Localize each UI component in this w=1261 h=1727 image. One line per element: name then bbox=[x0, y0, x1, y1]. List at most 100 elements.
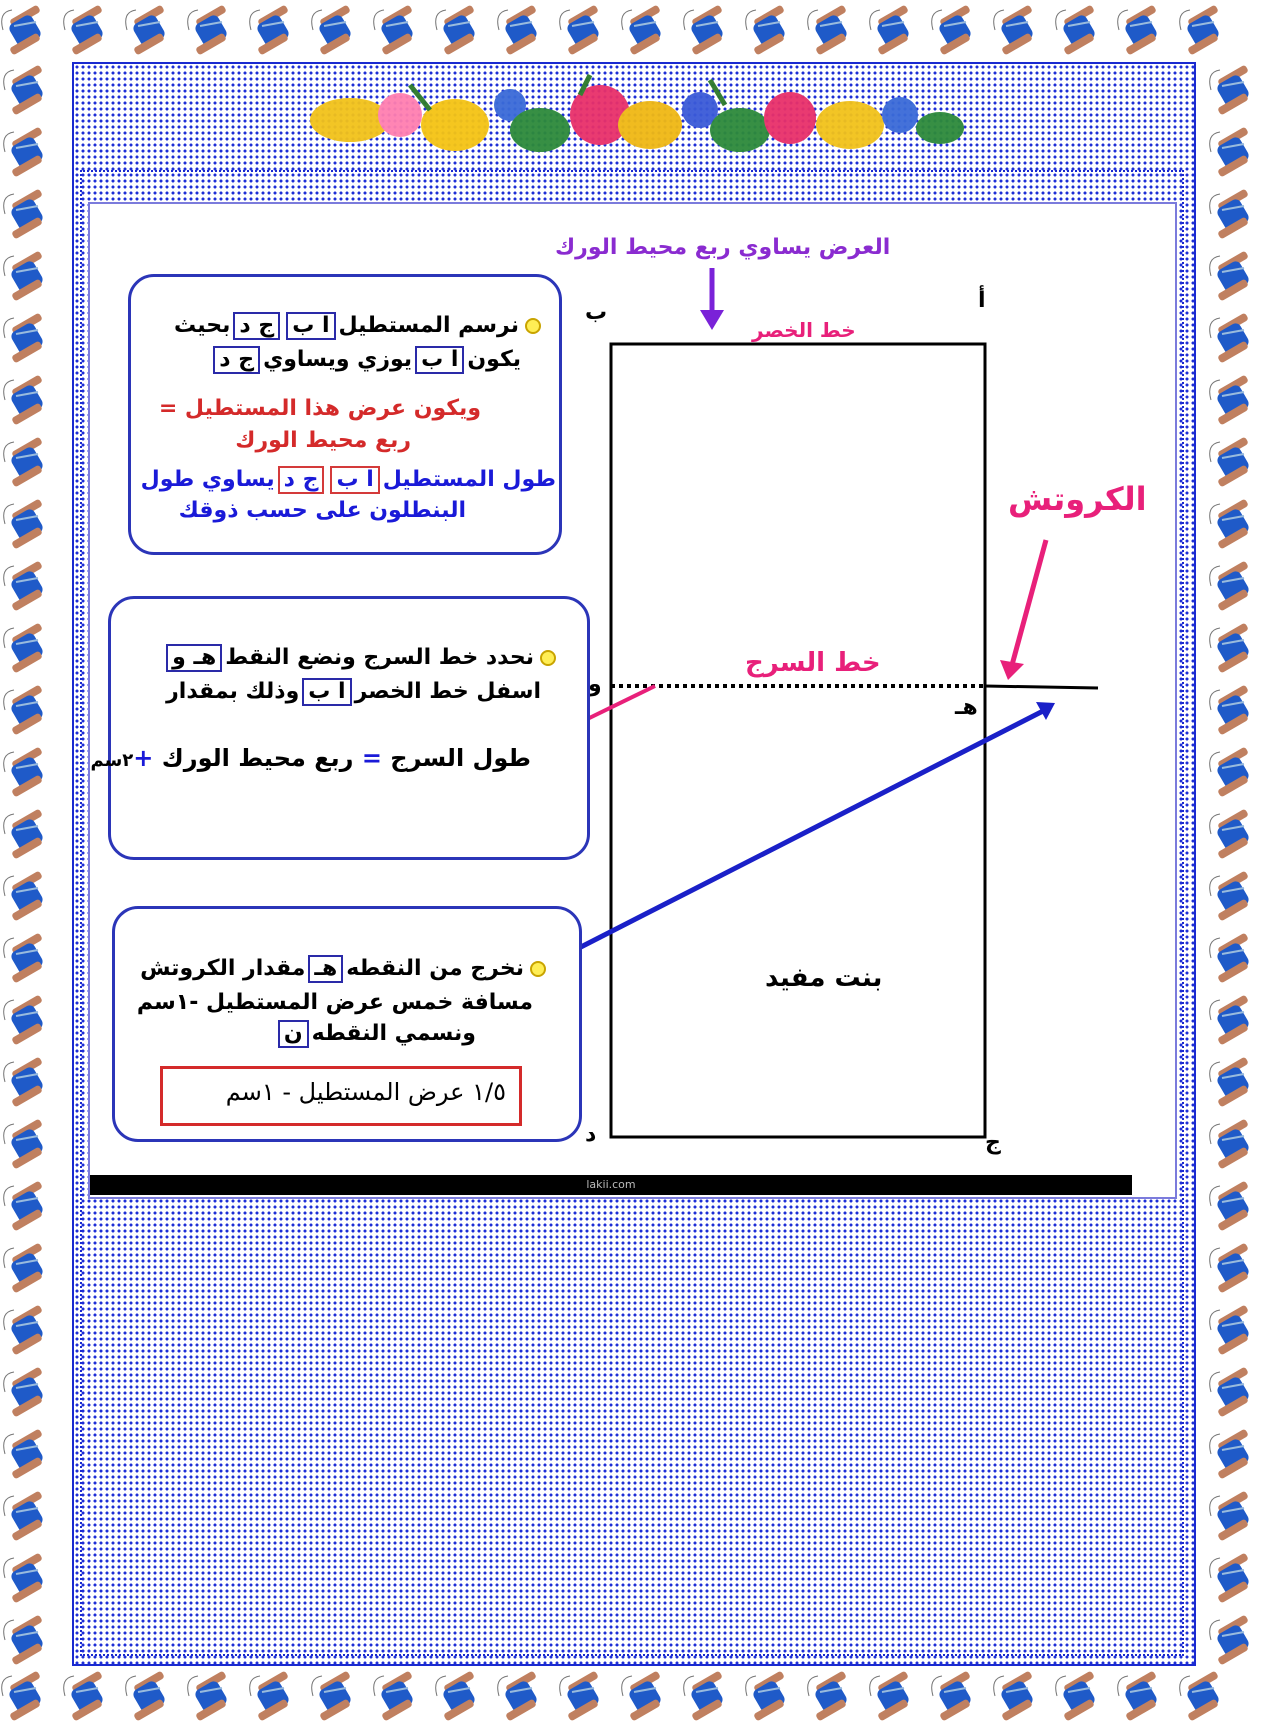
spool-icon bbox=[1208, 1116, 1258, 1172]
box3-line1: نخرج من النقطههـمقدار الكروتش bbox=[140, 955, 546, 984]
pink-crotch-arrow-head bbox=[1000, 660, 1024, 680]
spool-icon bbox=[1208, 1426, 1258, 1482]
top-width-label: العرض يساوي ربع محيط الورك bbox=[555, 235, 891, 260]
spool-icon bbox=[1208, 744, 1258, 800]
spool-icon bbox=[2, 1426, 52, 1482]
box1-blue-tag-ab: ا ب bbox=[330, 466, 380, 495]
spool-icon bbox=[620, 2, 670, 58]
spool-icon bbox=[2, 496, 52, 552]
spool-icon bbox=[1208, 930, 1258, 986]
spool-icon bbox=[2, 868, 52, 924]
box1-tag-ab: ا ب bbox=[286, 312, 336, 341]
spool-icon bbox=[496, 2, 546, 58]
spool-icon bbox=[1208, 1612, 1258, 1668]
spool-icon bbox=[1208, 434, 1258, 490]
box1-line2-tag-ab: ا ب bbox=[415, 346, 465, 375]
spool-icon bbox=[0, 1668, 50, 1724]
spool-icon bbox=[868, 1668, 918, 1724]
box2-formula-eq: = bbox=[361, 744, 382, 772]
spool-icon bbox=[2, 372, 52, 428]
spool-icon bbox=[558, 2, 608, 58]
point-h-label: هـ bbox=[955, 695, 978, 720]
box1-blue-line2: البنطلون على حسب ذوقك bbox=[178, 498, 466, 523]
box3-tag-h: هـ bbox=[308, 955, 344, 984]
spool-icon bbox=[806, 1668, 856, 1724]
spool-icon bbox=[744, 2, 794, 58]
spool-icon bbox=[2, 1612, 52, 1668]
spool-icon bbox=[620, 1668, 670, 1724]
spool-icon bbox=[682, 2, 732, 58]
blue-long-arrow-head bbox=[1036, 702, 1055, 720]
box3-line1-suffix: مقدار الكروتش bbox=[140, 956, 306, 981]
box3-line3: ونسمي النقطهن bbox=[275, 1020, 476, 1049]
spool-icon bbox=[992, 2, 1042, 58]
instruction-box-3 bbox=[112, 906, 582, 1142]
corner-b-label: ب bbox=[585, 300, 608, 325]
point-w-label: و bbox=[588, 672, 602, 697]
box1-red-line2: ربع محيط الورك bbox=[235, 428, 411, 453]
spool-icon bbox=[2, 1054, 52, 1110]
spool-icon bbox=[1208, 496, 1258, 552]
spool-icon bbox=[1208, 1302, 1258, 1358]
box2-line2: اسفل خط الخصرا بوذلك بمقدار bbox=[166, 678, 541, 707]
box2-tag-hw: هـ و bbox=[166, 644, 223, 673]
spool-icon bbox=[62, 1668, 112, 1724]
instruction-box-2 bbox=[108, 596, 590, 860]
spool-icon bbox=[2, 1178, 52, 1234]
box1-blue-line1-suffix: يساوي طول bbox=[140, 467, 275, 492]
spool-icon bbox=[930, 1668, 980, 1724]
box2-line2-suffix: وذلك بمقدار bbox=[166, 679, 300, 704]
spool-icon bbox=[1178, 1668, 1228, 1724]
spool-icon bbox=[1208, 992, 1258, 1048]
spool-icon bbox=[2, 186, 52, 242]
spool-icon bbox=[1208, 1054, 1258, 1110]
box1-blue-tag-jd: ج د bbox=[277, 466, 325, 495]
box1-line2: يكونا بيوزي ويساويج د bbox=[210, 346, 521, 375]
box2-formula: طول السرج = ربع محيط الورك +٢سم bbox=[90, 744, 531, 772]
spool-icon bbox=[372, 1668, 422, 1724]
box2-line1-prefix: نحدد خط السرج ونضع النقط bbox=[225, 645, 534, 670]
flower-banner-decoration bbox=[310, 73, 964, 152]
pink-crotch-arrow bbox=[1009, 539, 1049, 666]
corner-d-label: د bbox=[585, 1122, 597, 1147]
spool-icon bbox=[1208, 1178, 1258, 1234]
spool-icon bbox=[1208, 124, 1258, 180]
box1-tag-jd: ج د bbox=[233, 312, 281, 341]
purple-arrow-head bbox=[700, 310, 724, 330]
spool-icon bbox=[2, 1302, 52, 1358]
spool-icon bbox=[1208, 1488, 1258, 1544]
bullet-icon bbox=[540, 650, 556, 666]
box3-formula-frame bbox=[160, 1066, 522, 1126]
spool-icon bbox=[186, 1668, 236, 1724]
spool-icon bbox=[2, 930, 52, 986]
inner-dotted-frame bbox=[80, 170, 1184, 1656]
spool-icon bbox=[1208, 868, 1258, 924]
box2-formula-plus: + bbox=[133, 744, 154, 772]
spool-icon bbox=[2, 310, 52, 366]
box1-line2-tag-jd: ج د bbox=[213, 346, 261, 375]
crotch-extension-line bbox=[984, 684, 1099, 690]
spool-icon bbox=[2, 558, 52, 614]
flower-icon bbox=[310, 73, 964, 152]
box1-line2-mid: يوزي ويساوي bbox=[263, 347, 413, 372]
spool-icon bbox=[1208, 186, 1258, 242]
spool-icon bbox=[2, 248, 52, 304]
box1-line2-prefix: يكون bbox=[467, 347, 521, 372]
box3-line2: مسافة خمس عرض المستطيل -١سم bbox=[136, 990, 533, 1015]
spool-icon bbox=[310, 2, 360, 58]
spool-icon bbox=[0, 2, 50, 58]
box2-tag-ab: ا ب bbox=[302, 678, 352, 707]
corner-c-label: ج bbox=[985, 1130, 1001, 1155]
spool-icon bbox=[2, 1240, 52, 1296]
spool-icon bbox=[124, 1668, 174, 1724]
spool-icon bbox=[930, 2, 980, 58]
spool-icon bbox=[1208, 682, 1258, 738]
spool-icon bbox=[2, 806, 52, 862]
spool-icon bbox=[1208, 248, 1258, 304]
spool-icon bbox=[2, 1116, 52, 1172]
bullet-icon bbox=[530, 961, 546, 977]
spool-icon bbox=[1116, 2, 1166, 58]
spool-icon bbox=[2, 124, 52, 180]
spool-icon bbox=[186, 2, 236, 58]
spool-icon bbox=[1208, 62, 1258, 118]
